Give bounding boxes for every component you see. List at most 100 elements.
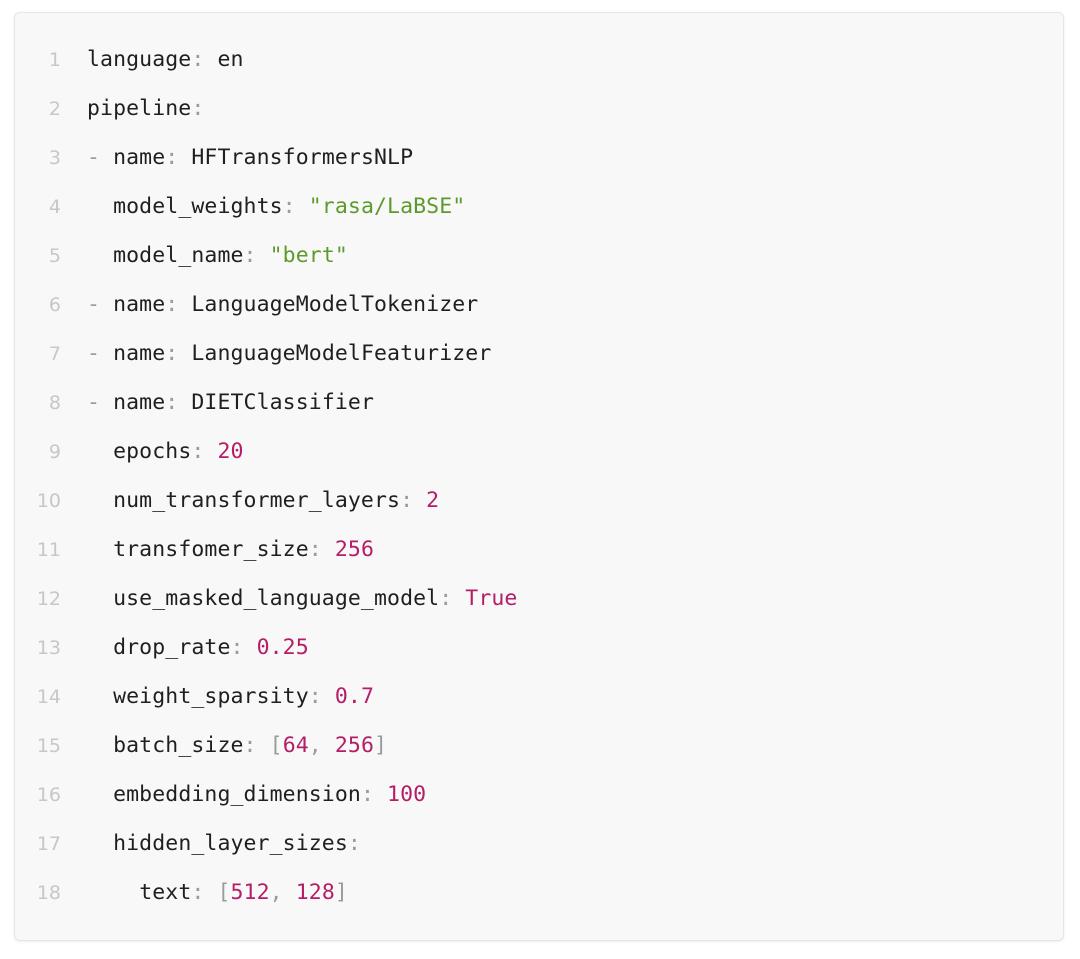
token-punct: : xyxy=(360,782,374,807)
token-key: transfomer_size xyxy=(113,537,309,562)
code-line[interactable]: 9 epochs: 20 xyxy=(15,427,1063,476)
token-plain: en xyxy=(204,47,244,72)
code-line[interactable]: 17 hidden_layer_sizes: xyxy=(15,819,1063,868)
token-plain xyxy=(87,831,113,856)
token-punct: : xyxy=(243,243,257,268)
token-plain xyxy=(87,537,113,562)
code-line[interactable]: 3 - name: HFTransformersNLP xyxy=(15,133,1063,182)
token-key: text xyxy=(139,880,192,905)
token-punct: : xyxy=(282,194,296,219)
token-plain xyxy=(413,488,426,513)
token-brack: [ xyxy=(269,733,283,758)
line-number: 16 xyxy=(36,784,61,806)
line-content: model_name: "bert" xyxy=(87,231,1063,280)
token-dash: - xyxy=(87,390,114,415)
token-key: epochs xyxy=(113,439,192,464)
line-content: pipeline: xyxy=(87,84,1063,133)
token-plain xyxy=(296,194,309,219)
code-line[interactable]: 4 model_weights: "rasa/LaBSE" xyxy=(15,182,1063,231)
line-content: - name: DIETClassifier xyxy=(87,378,1063,427)
token-dash: - xyxy=(87,145,114,170)
token-num: 20 xyxy=(217,439,244,464)
token-num: 64 xyxy=(282,733,309,758)
token-plain xyxy=(87,439,113,464)
code-line[interactable]: 14 weight_sparsity: 0.7 xyxy=(15,672,1063,721)
token-plain: DIETClassifier xyxy=(178,390,374,415)
code-line[interactable]: 6 - name: LanguageModelTokenizer xyxy=(15,280,1063,329)
code-line[interactable]: 13 drop_rate: 0.25 xyxy=(15,623,1063,672)
token-key: language xyxy=(87,47,192,72)
token-punct: : xyxy=(439,586,453,611)
code-line[interactable]: 7- name: LanguageModelFeaturizer xyxy=(15,329,1063,378)
token-key: use_masked_language_model xyxy=(113,586,440,611)
token-punct: : xyxy=(308,537,322,562)
token-plain xyxy=(87,782,113,807)
token-punct: : xyxy=(165,390,179,415)
code-line[interactable]: 8 - name: DIETClassifier xyxy=(15,378,1063,427)
code-line[interactable]: 18 text: [512, 128] xyxy=(15,868,1063,917)
token-key: embedding_dimension xyxy=(113,782,361,807)
code-line[interactable]: 11 transfomer_size: 256 xyxy=(15,525,1063,574)
token-plain xyxy=(257,243,270,268)
line-number: 2 xyxy=(48,98,61,120)
token-key: drop_rate xyxy=(113,635,231,660)
line-content: embedding_dimension: 100 xyxy=(87,770,1063,819)
token-plain xyxy=(374,782,387,807)
token-brack: ] xyxy=(334,880,348,905)
token-dash: - xyxy=(87,292,114,317)
line-number: 6 xyxy=(48,294,61,316)
token-num: 0.7 xyxy=(334,684,374,709)
line-number: 3 xyxy=(48,147,61,169)
token-plain xyxy=(452,586,465,611)
token-plain xyxy=(87,880,139,905)
line-number: 11 xyxy=(36,539,61,561)
token-plain xyxy=(204,880,217,905)
token-punct: : xyxy=(191,880,205,905)
line-content: drop_rate: 0.25 xyxy=(87,623,1063,672)
token-key: model_weights xyxy=(113,194,283,219)
token-punct: : xyxy=(400,488,414,513)
line-number: 1 xyxy=(48,49,61,71)
line-number: 4 xyxy=(48,196,61,218)
token-dash: - xyxy=(87,341,114,366)
line-content: - name: LanguageModelTokenizer xyxy=(87,280,1063,329)
token-plain xyxy=(87,243,113,268)
token-plain: LanguageModelFeaturizer xyxy=(178,341,492,366)
token-bool: True xyxy=(465,586,518,611)
code-line[interactable]: 16 embedding_dimension: 100 xyxy=(15,770,1063,819)
token-key: name xyxy=(113,292,166,317)
code-line[interactable]: 2 pipeline: xyxy=(15,84,1063,133)
token-plain xyxy=(204,439,217,464)
code-block-body[interactable]: 1 language: en 2 pipeline: 3 - name: HFTransf… xyxy=(15,13,1063,940)
token-punct: : xyxy=(243,733,257,758)
token-plain: LanguageModelTokenizer xyxy=(178,292,479,317)
token-punct: : xyxy=(165,145,179,170)
line-number: 8 xyxy=(48,392,61,414)
line-number: 18 xyxy=(36,882,61,904)
token-plain xyxy=(87,635,113,660)
code-line[interactable]: 15 batch_size: [64, 256] xyxy=(15,721,1063,770)
token-punct: : xyxy=(191,47,205,72)
token-num: 0.25 xyxy=(256,635,309,660)
token-plain xyxy=(244,635,257,660)
code-block-card: 1 language: en 2 pipeline: 3 - name: HFTransf… xyxy=(14,12,1064,941)
line-number: 15 xyxy=(36,735,61,757)
line-number: 7 xyxy=(48,343,61,365)
token-key: weight_sparsity xyxy=(113,684,309,709)
code-line[interactable]: 10 num_transformer_layers: 2 xyxy=(15,476,1063,525)
token-punct: : xyxy=(191,439,205,464)
token-brack: , xyxy=(269,880,296,905)
line-content: - name: HFTransformersNLP xyxy=(87,133,1063,182)
token-num: 128 xyxy=(295,880,335,905)
token-plain: HFTransformersNLP xyxy=(178,145,414,170)
line-number: 14 xyxy=(36,686,61,708)
line-number: 17 xyxy=(36,833,61,855)
line-content: hidden_layer_sizes: xyxy=(87,819,1063,868)
token-num: 512 xyxy=(230,880,270,905)
code-line[interactable]: 1 language: en xyxy=(15,35,1063,84)
code-line[interactable]: 12 use_masked_language_model: True xyxy=(15,574,1063,623)
token-key: name xyxy=(113,390,166,415)
code-line[interactable]: 5 model_name: "bert" xyxy=(15,231,1063,280)
line-content: transfomer_size: 256 xyxy=(87,525,1063,574)
